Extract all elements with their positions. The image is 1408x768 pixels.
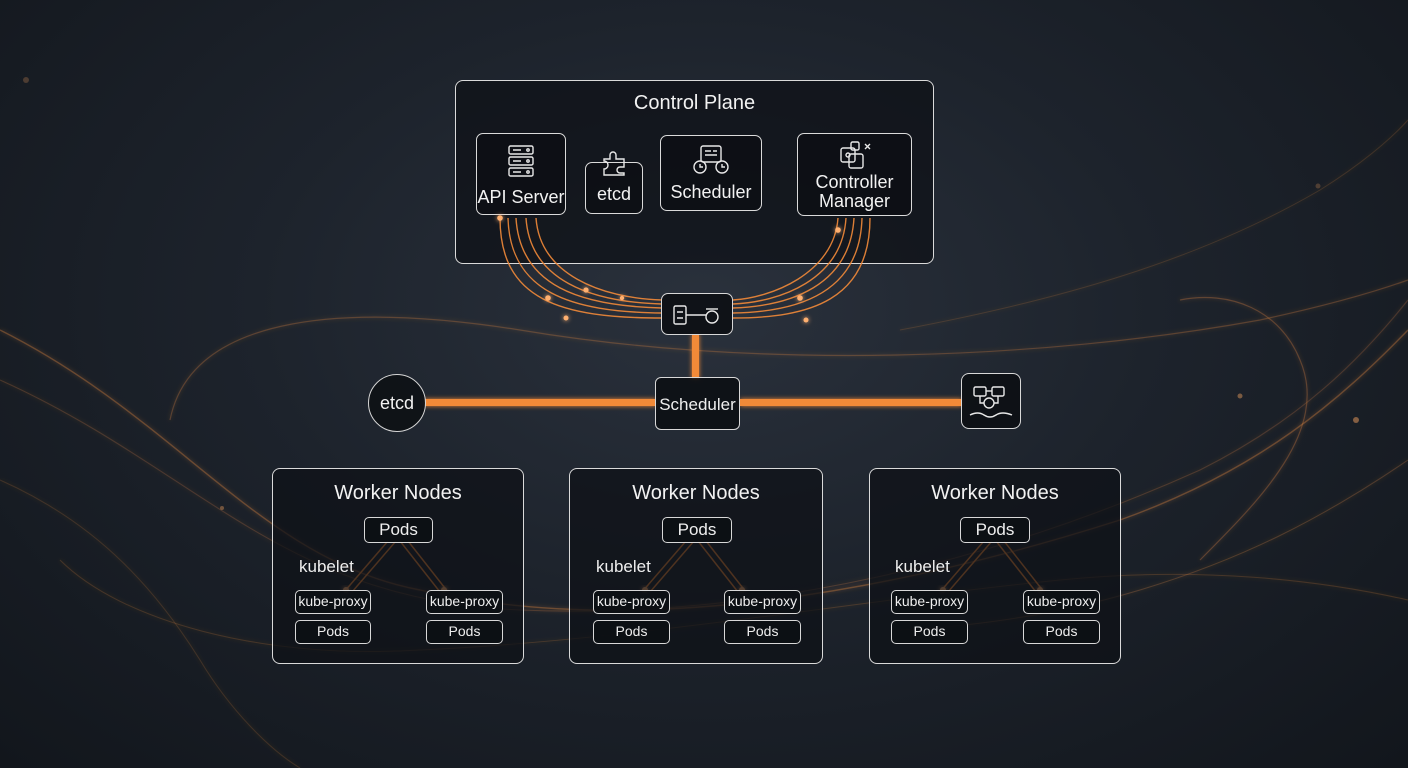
scheduler-node[interactable]: Scheduler <box>655 377 740 430</box>
kubelet-label: kubelet <box>299 557 354 576</box>
etcd-label: etcd <box>596 184 632 204</box>
kubelet-label: kubelet <box>895 557 950 576</box>
api-server-box[interactable]: API Server <box>476 133 566 215</box>
cloud-cluster-icon <box>969 386 1013 418</box>
worker-node-title: Worker Nodes <box>931 482 1059 504</box>
scheduler-box[interactable]: Scheduler <box>660 135 762 211</box>
pods-top-chip[interactable]: Pods <box>960 517 1030 543</box>
kubelet-label: kubelet <box>596 557 651 576</box>
kube-proxy-right[interactable]: kube-proxy <box>724 590 801 614</box>
worker-node-title: Worker Nodes <box>334 482 462 504</box>
etcd-node[interactable]: etcd <box>368 374 426 432</box>
network-switch-icon <box>673 305 719 325</box>
pods-right[interactable]: Pods <box>1023 620 1100 644</box>
kube-proxy-left[interactable]: kube-proxy <box>891 590 968 614</box>
pods-top-chip[interactable]: Pods <box>662 517 732 543</box>
cluster-node[interactable] <box>961 373 1021 429</box>
controller-manager-label: Controller Manager <box>815 172 894 211</box>
pods-top-chip[interactable]: Pods <box>364 517 433 543</box>
kube-proxy-left[interactable]: kube-proxy <box>593 590 670 614</box>
scheduler-label: Scheduler <box>670 182 752 202</box>
scheduler-node-label: Scheduler <box>659 395 736 414</box>
controller-manager-box[interactable]: Controller Manager <box>797 133 912 216</box>
kube-proxy-right[interactable]: kube-proxy <box>426 590 503 614</box>
pods-left[interactable]: Pods <box>891 620 968 644</box>
api-server-label: API Server <box>477 187 565 207</box>
controller-icon <box>839 141 870 169</box>
kube-proxy-left[interactable]: kube-proxy <box>295 590 371 614</box>
kube-proxy-right[interactable]: kube-proxy <box>1023 590 1100 614</box>
pods-right[interactable]: Pods <box>426 620 503 644</box>
puzzle-icon <box>603 151 625 176</box>
hub-node[interactable] <box>661 293 733 335</box>
pods-left[interactable]: Pods <box>593 620 670 644</box>
control-plane-title: Control Plane <box>633 92 756 114</box>
pods-left[interactable]: Pods <box>295 620 371 644</box>
worker-node-title: Worker Nodes <box>632 482 760 504</box>
calendar-gear-icon <box>693 145 729 174</box>
etcd-box[interactable]: etcd <box>585 151 643 214</box>
pods-right[interactable]: Pods <box>724 620 801 644</box>
server-rack-icon <box>508 145 534 177</box>
